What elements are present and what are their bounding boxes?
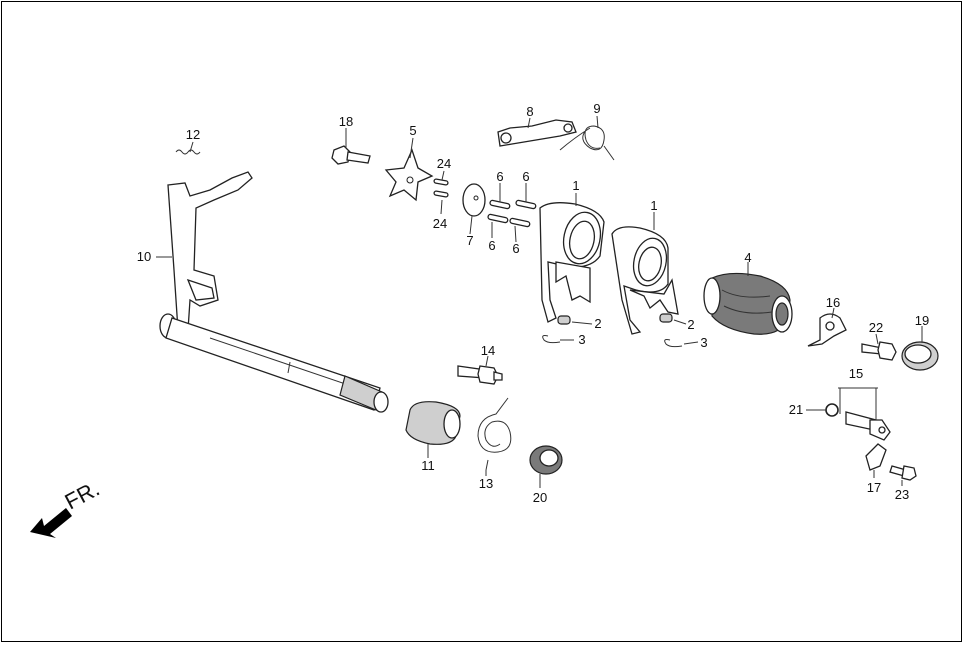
part-1-shift-fork-right [611,226,679,335]
part-22-bolt [861,341,897,361]
callout-19: 19 [915,313,929,328]
callout-11: 11 [421,458,435,473]
callout-15: 15 [849,366,863,381]
part-10-gear-shift-spindle [159,171,389,413]
callout-23: 23 [895,487,909,502]
part-4-gearshift-drum [703,272,793,335]
callout-12: 12 [186,127,200,142]
front-direction-label: FR. [61,476,104,515]
callout-13: 13 [479,476,493,491]
callout-6-b: 6 [522,169,529,184]
callout-16: 16 [826,295,840,310]
part-2-guide-pins [557,313,673,325]
callout-24-top: 24 [437,156,451,171]
callout-14: 14 [481,343,495,358]
callout-6-a: 6 [496,169,503,184]
callout-1-left: 1 [572,178,579,193]
part-12-return-spring [175,149,201,155]
callout-1-right: 1 [650,198,657,213]
leader-lines [156,115,923,488]
callout-5: 5 [409,123,416,138]
part-1-shift-fork-left [539,202,605,323]
part-16-drum-cam [807,313,847,347]
part-21-o-ring [825,403,839,417]
callout-4: 4 [744,250,751,265]
callout-2-right: 2 [687,317,694,332]
callout-18: 18 [339,114,353,129]
front-direction-arrow-icon [30,508,72,538]
part-15-shift-arm-assembly [845,411,891,441]
part-9-stopper-arm-spring [559,125,615,161]
callout-21: 21 [789,402,803,417]
callout-3-right: 3 [700,335,707,350]
callout-9: 9 [593,101,600,116]
part-11-collar [405,401,461,445]
part-19-plug-cap [901,341,939,371]
part-13-torsion-spring [477,397,512,471]
part-8-drum-stopper-arm [497,119,577,147]
part-7-disc [462,183,486,217]
part-23-screw [889,465,917,481]
part-17-plate [865,443,887,471]
callout-7: 7 [466,233,473,248]
part-5-shift-drum-stopper-plate [384,148,434,202]
callout-6-c: 6 [488,238,495,253]
callout-8: 8 [526,104,533,119]
callout-10: 10 [137,249,151,264]
part-6-pins [487,199,537,228]
callout-17: 17 [867,480,881,495]
callout-22: 22 [869,320,883,335]
part-3-cotter-pins [542,335,683,348]
callout-20: 20 [533,490,547,505]
part-18-bolt [331,145,371,165]
callout-3-left: 3 [578,332,585,347]
part-14-stopper-pin [457,365,503,385]
callout-labels: 12 18 5 8 9 24 24 7 6 6 6 6 1 1 10 4 2 3… [137,101,929,505]
callout-6-d: 6 [512,241,519,256]
part-20-oil-seal [529,445,563,475]
callout-24-bottom: 24 [433,216,447,231]
part-24-pins [433,178,449,198]
callout-2-left: 2 [594,316,601,331]
